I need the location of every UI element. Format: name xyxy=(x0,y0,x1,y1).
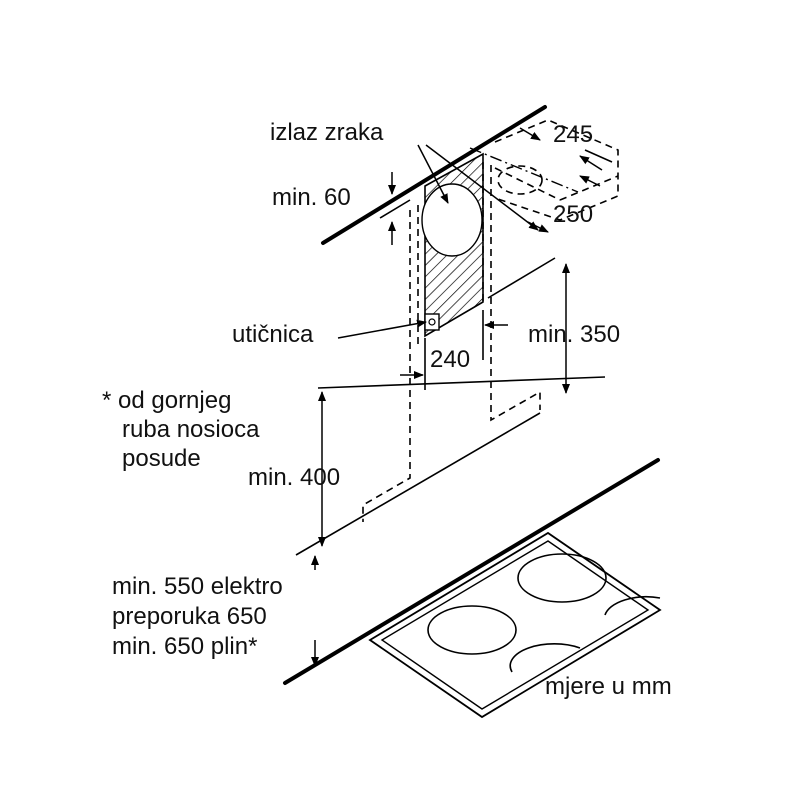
footnote-line-1: * od gornjeg xyxy=(102,387,231,414)
duct-box-outline xyxy=(494,119,619,221)
label-units: mjere u mm xyxy=(545,673,672,700)
duct-box-circle xyxy=(497,165,543,195)
ref-line-hood-top xyxy=(317,376,606,389)
label-min-350: min. 350 xyxy=(528,321,620,348)
label-min-550: min. 550 elektro xyxy=(112,573,283,600)
label-min-60: min. 60 xyxy=(272,184,351,211)
label-air-outlet: izlaz zraka xyxy=(270,119,384,146)
burner-back-right xyxy=(604,596,661,616)
footnote-line-2: ruba nosioca xyxy=(122,416,260,443)
chimney-outline-left xyxy=(362,210,411,522)
cooktop xyxy=(368,531,662,719)
burner-back-left xyxy=(517,553,607,603)
label-min-650-gas: min. 650 plin* xyxy=(112,633,257,660)
burner-front-left xyxy=(427,605,517,655)
duct-centerline xyxy=(469,147,579,193)
duct-opening xyxy=(421,183,483,257)
label-dim-245: 245 xyxy=(553,121,593,148)
label-dim-240: 240 xyxy=(430,346,470,373)
burner-front-right xyxy=(509,643,581,673)
footnote-line-3: posude xyxy=(122,445,201,472)
socket-icon xyxy=(424,313,440,331)
label-socket: utičnica xyxy=(232,321,314,348)
countertop-line xyxy=(283,458,660,685)
label-dim-250: 250 xyxy=(553,201,593,228)
label-min-400: min. 400 xyxy=(248,464,340,491)
label-recommended-650: preporuka 650 xyxy=(112,603,267,630)
ref-line-350-top xyxy=(487,257,556,299)
ref-line-hood-bottom xyxy=(295,412,541,556)
